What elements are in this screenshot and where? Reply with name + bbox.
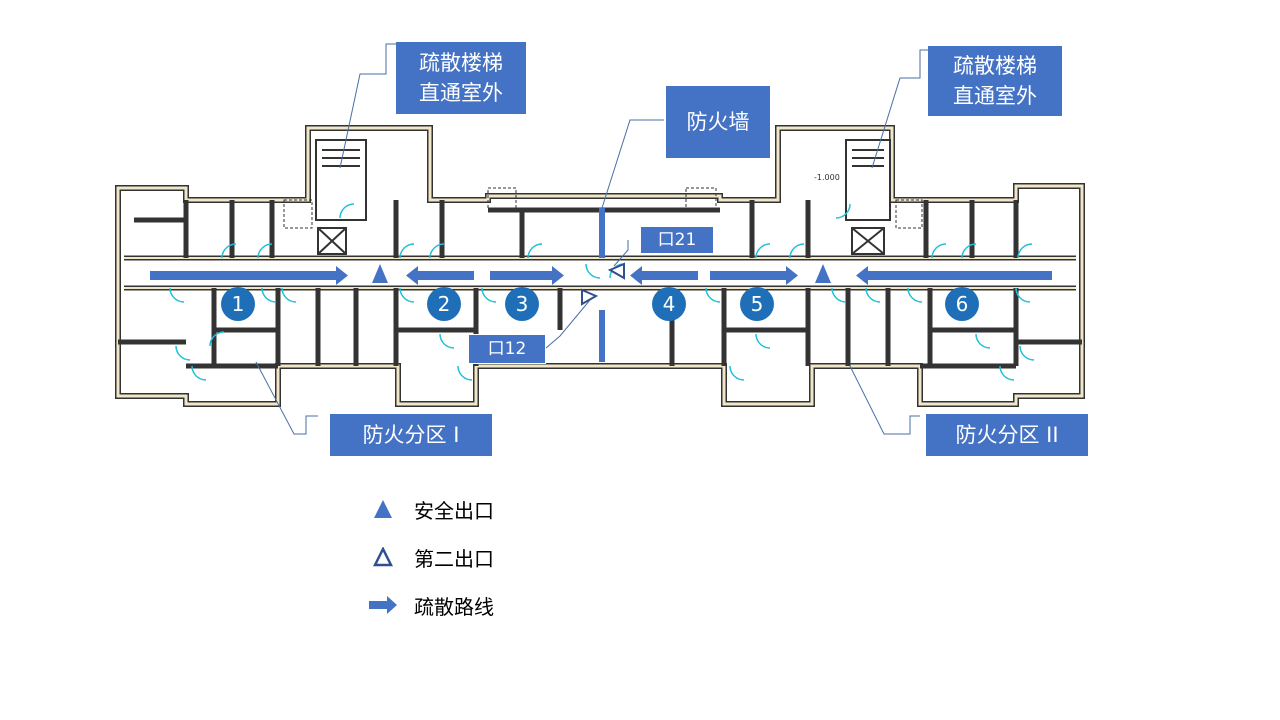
- fire-zone-2-callout: 防火分区 II: [926, 414, 1088, 456]
- fire-zone-1-callout: 防火分区 I: [330, 414, 492, 456]
- safety-exit-icon: [372, 264, 388, 283]
- legend-label: 疏散路线: [414, 594, 494, 619]
- route-arrow: [490, 266, 564, 285]
- second-exit-icon: [581, 288, 599, 306]
- legend-item: 安全出口: [368, 494, 494, 524]
- room-number: 6: [956, 292, 969, 316]
- legend-label: 第二出口: [414, 546, 494, 571]
- route-arrow: [630, 266, 698, 285]
- stair-core-left: [315, 139, 367, 255]
- filled-triangle-icon: [368, 494, 398, 524]
- second-exit-icon: [607, 262, 625, 280]
- route-arrow: [856, 266, 1052, 285]
- room-number: 2: [438, 292, 451, 316]
- outline-triangle-icon: [368, 542, 398, 572]
- door-swings: [169, 203, 1035, 381]
- exit-12-callout: 口12: [468, 334, 546, 364]
- building-walls: [115, 125, 1085, 407]
- route-arrow: [406, 266, 474, 285]
- firewall-callout: 防火墙: [666, 86, 770, 158]
- building-walls-inner: [116, 126, 1084, 406]
- route-arrow: [150, 266, 348, 285]
- dashed-fixtures: [283, 187, 923, 229]
- room-numbers: 1 2 3 4 5 6: [232, 292, 969, 316]
- leader-lines: [255, 43, 928, 435]
- exit-21-callout: 口21: [640, 226, 714, 254]
- stair-left-callout: 疏散楼梯 直通室外: [396, 42, 526, 114]
- room-circles: [221, 287, 979, 321]
- room-number: 3: [516, 292, 529, 316]
- safety-exit-icon: [815, 264, 831, 283]
- legend-item: 疏散路线: [368, 590, 494, 620]
- elevation-mark: -1.000: [814, 173, 840, 182]
- route-arrow: [710, 266, 798, 285]
- room-number: 5: [751, 292, 764, 316]
- legend-item: 第二出口: [368, 542, 494, 572]
- room-number: 1: [232, 292, 245, 316]
- evacuation-routes: [150, 266, 1052, 285]
- legend-label: 安全出口: [414, 498, 494, 523]
- stair-core-right: [845, 139, 891, 255]
- right-arrow-icon: [368, 590, 398, 620]
- room-number: 4: [663, 292, 676, 316]
- stair-right-callout: 疏散楼梯 直通室外: [928, 46, 1062, 116]
